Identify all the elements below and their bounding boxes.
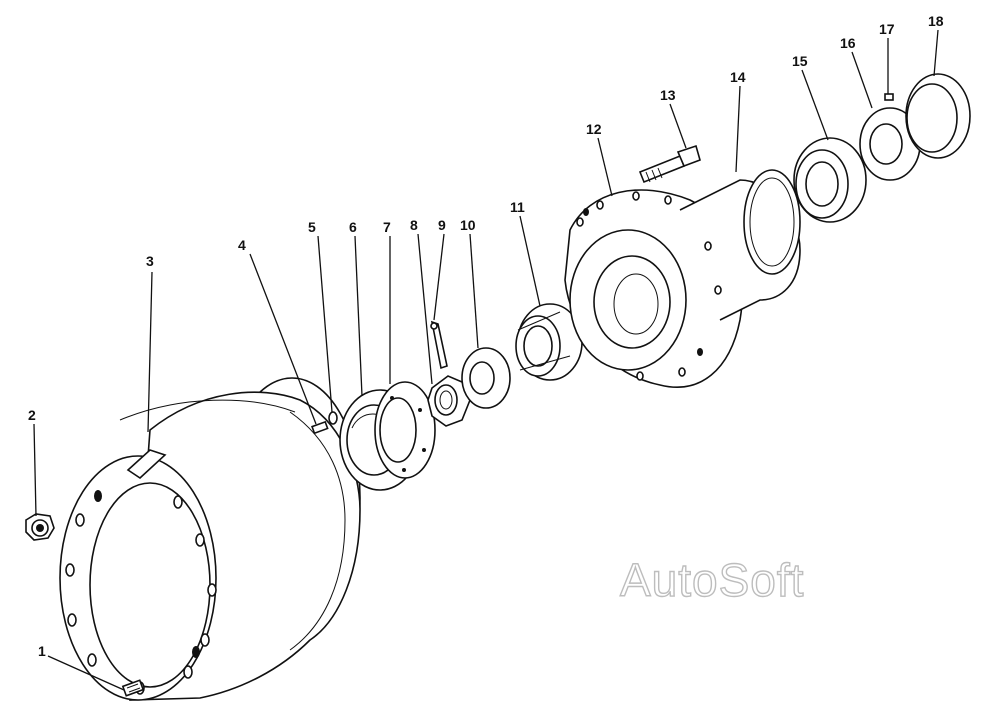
hub-flange xyxy=(374,381,436,479)
callout-10: 10 xyxy=(460,217,476,233)
wheel-nut xyxy=(25,513,55,541)
callout-16: 16 xyxy=(840,35,856,51)
castle-nut xyxy=(427,375,471,427)
callout-18: 18 xyxy=(928,13,944,29)
callout-7: 7 xyxy=(383,219,391,235)
dowel-pin xyxy=(884,93,894,101)
lock-washer xyxy=(328,411,338,425)
leader-lines xyxy=(33,29,939,691)
callout-4: 4 xyxy=(238,237,246,253)
cap-screw xyxy=(311,420,329,435)
callout-1: 1 xyxy=(38,643,46,659)
tone-ring xyxy=(743,169,801,275)
callout-9: 9 xyxy=(438,217,446,233)
inner-bearing xyxy=(793,137,867,223)
callout-14: 14 xyxy=(730,69,746,85)
callout-12: 12 xyxy=(586,121,602,137)
spacer-ring xyxy=(859,107,921,181)
callout-2: 2 xyxy=(28,407,36,423)
callout-6: 6 xyxy=(349,219,357,235)
cotter-pin xyxy=(430,320,448,370)
watermark-text: AutoSoft xyxy=(620,554,804,606)
callout-11: 11 xyxy=(510,199,525,215)
tab-washer xyxy=(461,347,511,409)
callout-5: 5 xyxy=(308,219,316,235)
oil-seal xyxy=(905,73,971,159)
callout-17: 17 xyxy=(879,21,895,37)
brake-drum xyxy=(59,377,361,701)
callout-13: 13 xyxy=(660,87,676,103)
callout-15: 15 xyxy=(792,53,808,69)
callout-labels: 1 2 3 4 5 6 7 8 9 10 11 12 13 14 15 16 1… xyxy=(28,13,944,659)
wheel-bolt xyxy=(121,679,145,697)
wheel-stud xyxy=(638,144,701,184)
callout-8: 8 xyxy=(410,217,418,233)
callout-3: 3 xyxy=(146,253,154,269)
